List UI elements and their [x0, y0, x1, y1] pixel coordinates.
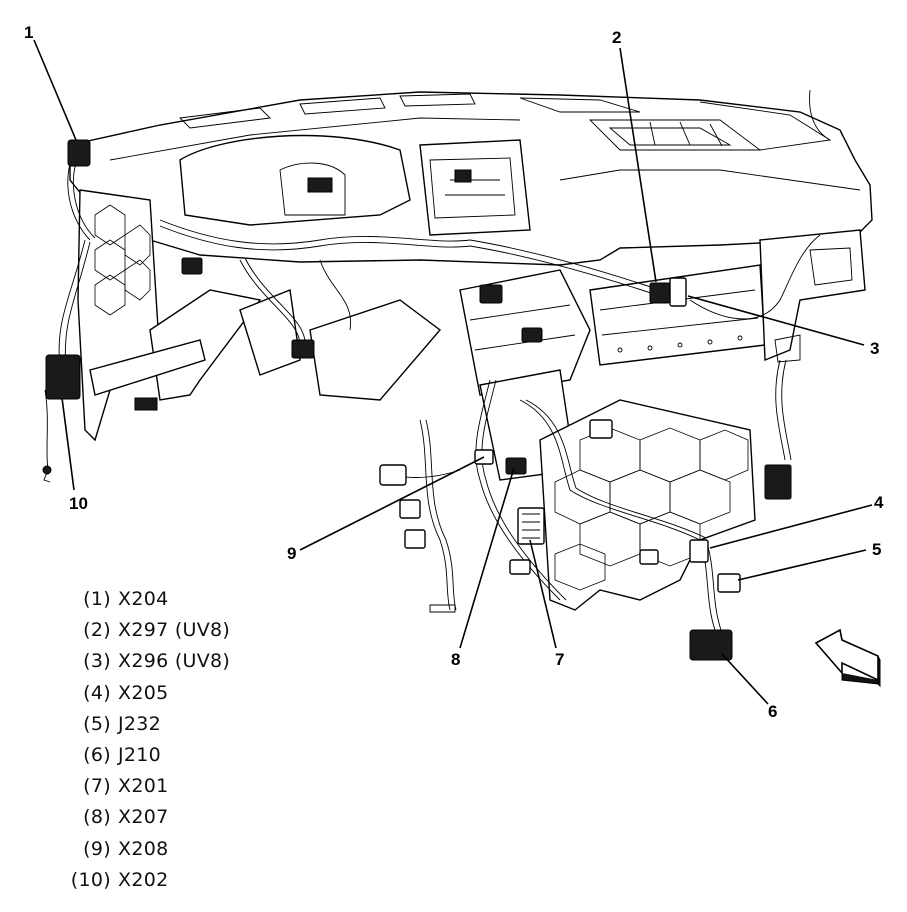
connector-x297: [649, 282, 671, 304]
legend-number: (4): [83, 681, 111, 704]
connector-j210: [689, 629, 733, 661]
legend-item: (2) X297 (UV8): [62, 615, 322, 646]
lower-trim-panel: [539, 399, 756, 611]
legend-number: (6): [83, 743, 111, 766]
callout-8: 8: [451, 650, 460, 669]
wiring-harness: [44, 89, 831, 631]
legend-label: J210: [118, 743, 162, 766]
legend-label: X207: [118, 806, 169, 829]
instrument-panel-carrier: [69, 91, 873, 481]
legend-number: (1): [83, 588, 111, 610]
legend-label: J232: [118, 712, 162, 735]
connector-x296: [669, 277, 687, 307]
legend-item: (6) J210: [62, 740, 322, 771]
connectors: [42, 139, 792, 661]
legend-number: (3): [83, 650, 111, 673]
legend-item: (3) X296 (UV8): [62, 646, 322, 677]
callout-3: 3: [870, 339, 879, 358]
callout-9: 9: [287, 544, 296, 563]
leader-lines: [33, 39, 873, 705]
connector-x205: [689, 539, 709, 563]
callout-10: 10: [69, 494, 88, 513]
legend-item: (9) X208: [62, 834, 322, 865]
callout-6: 6: [768, 702, 777, 721]
callout-4: 4: [874, 493, 884, 512]
legend-item: (4) X205: [62, 678, 322, 709]
legend-number: (10): [70, 868, 111, 891]
legend-item: (8) X207: [62, 802, 322, 833]
legend-label: X205: [118, 681, 169, 704]
callout-2: 2: [612, 28, 621, 47]
legend-item: (5) J232: [62, 709, 322, 740]
connector-legend: (1) X204 (2) X297 (UV8) (3) X296 (UV8) (4) X…: [62, 584, 322, 896]
legend-number: (8): [83, 806, 111, 829]
connector-j232: [717, 573, 741, 593]
callout-numbers: 1 2 3 4 5 6 7 8 9 10: [24, 23, 884, 721]
legend-label: X202: [118, 868, 169, 891]
legend-label: X201: [118, 775, 169, 798]
legend-number: (9): [83, 837, 111, 860]
connector-x204: [67, 139, 91, 167]
legend-label: X296 (UV8): [118, 650, 231, 673]
legend-label: X204: [118, 588, 169, 610]
connector-x202: [45, 354, 81, 400]
legend-label: X208: [118, 837, 169, 860]
legend-label: X297 (UV8): [118, 619, 231, 642]
legend-number: (5): [83, 712, 111, 735]
legend-number: (7): [83, 775, 111, 798]
legend-number: (2): [83, 619, 111, 642]
forward-arrow-icon: [814, 628, 881, 688]
legend-item: (1) X204: [62, 584, 322, 615]
legend-item: (7) X201: [62, 771, 322, 802]
connector-x207: [505, 457, 527, 475]
connector-x201: [517, 507, 545, 545]
callout-7: 7: [555, 650, 564, 669]
callout-1: 1: [24, 23, 33, 42]
callout-5: 5: [872, 540, 881, 559]
legend-item: (10) X202: [62, 865, 322, 896]
